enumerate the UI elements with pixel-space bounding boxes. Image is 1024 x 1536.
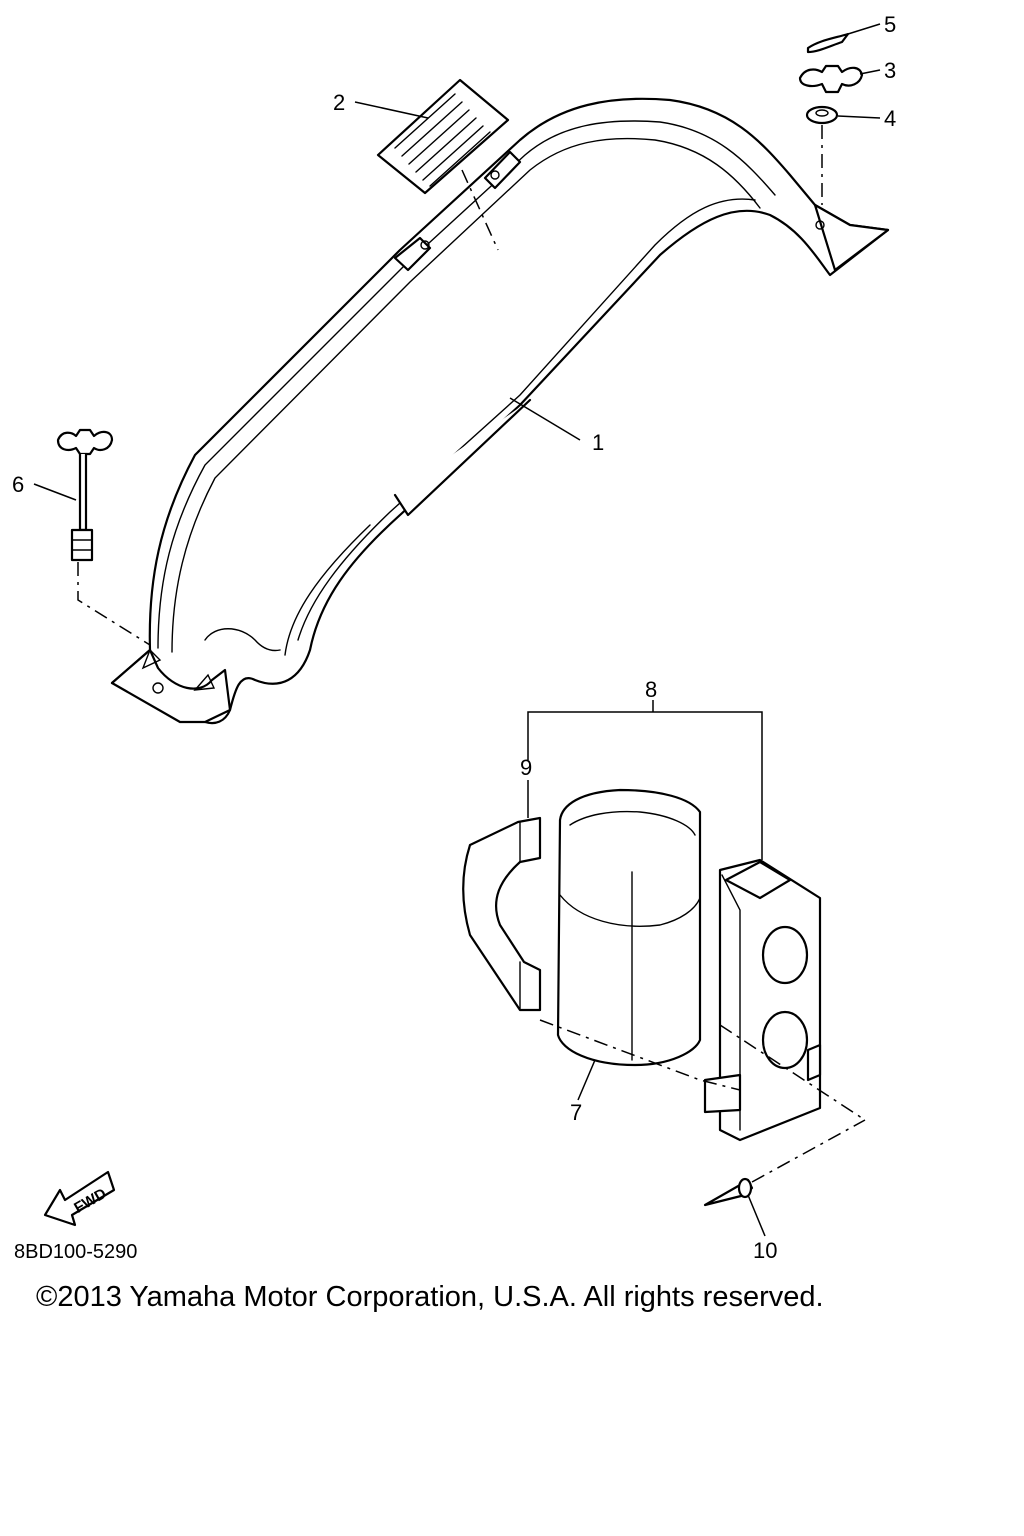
callout-5: 5 <box>884 12 896 37</box>
copyright-notice: ©2013 Yamaha Motor Corporation, U.S.A. A… <box>36 1281 824 1313</box>
callout-4: 4 <box>884 106 896 131</box>
callout-6: 6 <box>12 472 24 497</box>
callout-8: 8 <box>645 677 657 702</box>
tool-bag-assembly <box>462 700 866 1142</box>
fender <box>110 97 890 725</box>
wing-nut-assembly <box>798 23 881 205</box>
callout-10: 10 <box>753 1238 777 1263</box>
fwd-arrow-icon: FWD <box>43 1170 116 1227</box>
callout-2: 2 <box>333 90 345 115</box>
label-decal <box>354 78 510 251</box>
callout-3: 3 <box>884 58 896 83</box>
callout-7: 7 <box>570 1100 582 1125</box>
wing-bolt <box>33 428 151 646</box>
diagram-code: 8BD100-5290 <box>14 1241 137 1263</box>
callout-1: 1 <box>592 430 604 455</box>
rivet <box>703 1119 866 1237</box>
callout-9: 9 <box>520 755 532 780</box>
